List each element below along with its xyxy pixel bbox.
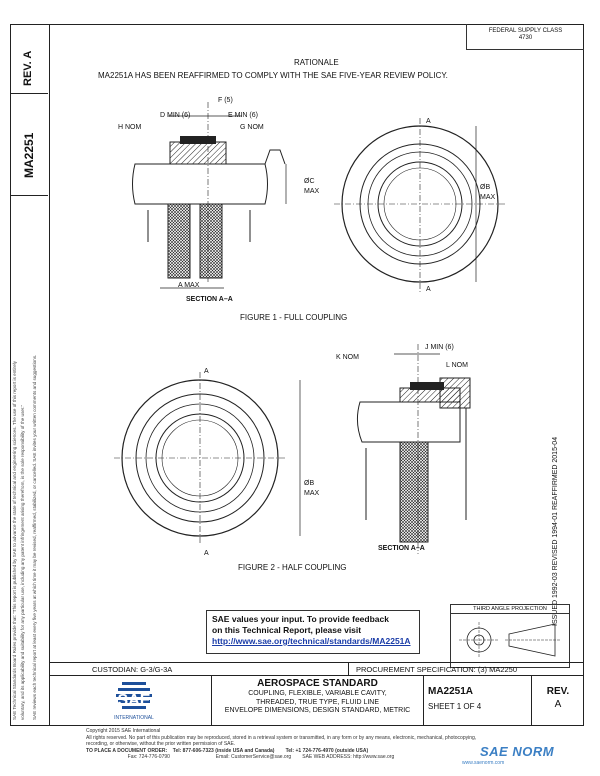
rationale-heading: RATIONALE — [294, 58, 339, 67]
fig1-label-b: ØB — [480, 184, 491, 191]
fig1-label-a: A MAX — [178, 282, 200, 289]
figure2-end-view — [114, 372, 301, 544]
feedback-link[interactable]: http://www.sae.org/technical/standards/M… — [212, 636, 411, 646]
sheet-number: SHEET 1 OF 4 — [428, 702, 482, 711]
federal-supply-class: FEDERAL SUPPLY CLASS 4730 — [466, 24, 584, 50]
fig1-arrow-a-top: A — [426, 118, 431, 125]
issue-history: ISSUED 1992-03 REVISED 1994-01 REAFFIRME… — [552, 436, 559, 626]
feedback-line1: SAE values your input. To provide feedba… — [212, 614, 389, 624]
fig2-label-k: K NOM — [336, 354, 359, 361]
doc-number-vertical: MA2251 — [22, 132, 36, 178]
fig2-label-bmax: MAX — [304, 490, 320, 497]
desc-line-1: COUPLING, FLEXIBLE, VARIABLE CAVITY, — [248, 690, 387, 697]
fig2-arrow-a-bottom: A — [204, 550, 209, 557]
custodian-divider — [348, 663, 349, 675]
fig1-label-f: F (5) — [218, 97, 233, 104]
sidebar-legal-1: SAE Technical Standards Board Rules prov… — [12, 361, 17, 720]
title-block: SAE INTERNATIONAL AEROSPACE STANDARD COU… — [50, 676, 584, 726]
sae-logo-cell: SAE INTERNATIONAL — [50, 676, 212, 726]
desc-line-3: ENVELOPE DIMENSIONS, DESIGN STANDARD, ME… — [224, 707, 411, 714]
third-angle-projection: THIRD ANGLE PROJECTION — [450, 604, 570, 668]
projection-label: THIRD ANGLE PROJECTION — [451, 605, 569, 614]
figure1-drawing — [132, 102, 506, 292]
fig2-label-b: ØB — [304, 480, 315, 487]
custodian-row: CUSTODIAN: G-3/G-3A PROCUREMENT SPECIFIC… — [50, 662, 584, 676]
drawing-frame — [10, 24, 584, 726]
fig1-label-e: E MIN (6) — [228, 112, 258, 119]
svg-text:INTERNATIONAL: INTERNATIONAL — [114, 715, 154, 721]
fsc-text: FEDERAL SUPPLY CLASS 4730 — [488, 28, 563, 41]
sidebar-legal-3: SAE reviews each technical report at lea… — [32, 354, 37, 720]
fig1-arrow-a-bottom: A — [426, 286, 431, 293]
rev-block-value: A — [554, 699, 562, 710]
fig1-section-label: SECTION A–A — [186, 296, 233, 303]
fig2-label-j: J MIN (6) — [425, 344, 454, 351]
fig1-label-h: H NOM — [118, 124, 142, 131]
rev-block-label: REV. — [546, 686, 570, 697]
rationale-text: MA2251A HAS BEEN REAFFIRMED TO COMPLY WI… — [98, 71, 448, 80]
figure2-section-view — [356, 344, 471, 554]
doc-number-block: MA2251A SHEET 1 OF 4 — [424, 676, 532, 726]
rev-block: REV. A — [532, 676, 584, 726]
fig2-label-l: L NOM — [446, 362, 468, 369]
standard-description: COUPLING, FLEXIBLE, VARIABLE CAVITY, THR… — [212, 690, 423, 716]
fig1-label-cmax: MAX — [304, 188, 320, 195]
fig2-section-label: SECTION A–A — [378, 545, 425, 552]
footer-line-4: TO PLACE A DOCUMENT ORDER: Tel: 877-606-… — [86, 747, 369, 754]
footer-line-1: Copyright 2015 SAE International — [86, 728, 161, 734]
fig2-caption: FIGURE 2 - HALF COUPLING — [238, 563, 347, 572]
watermark: SAE NORM — [480, 744, 555, 759]
footer-line-2: All rights reserved. No part of this pub… — [86, 734, 477, 741]
watermark-sub: www.saenorm.com — [462, 760, 505, 766]
sidebar-legal-2: voluntary, and its applicability and sui… — [20, 404, 25, 720]
figure1-section-view — [132, 102, 287, 289]
left-title-column: REV. A MA2251 SAE Technical Standards Bo… — [10, 24, 50, 726]
svg-text:SAE: SAE — [118, 692, 151, 709]
figure2-drawing — [114, 344, 471, 554]
footer-line-3: recording, or otherwise, without the pri… — [86, 741, 236, 747]
doc-number: MA2251A — [428, 686, 474, 697]
custodian: CUSTODIAN: G-3/G-3A — [92, 665, 173, 674]
footer: Copyright 2015 SAE International All rig… — [86, 728, 586, 761]
feedback-line2: on this Technical Report, please visit — [212, 625, 362, 635]
footer-line-5: Fax: 724-776-0790 Email: CustomerService… — [86, 754, 395, 760]
fig1-label-c: ØC — [304, 178, 315, 185]
desc-line-2: THREADED, TRUE TYPE, FLUID LINE — [255, 698, 380, 706]
standard-title: AEROSPACE STANDARD — [257, 678, 378, 689]
projection-symbol — [459, 622, 561, 658]
doc-number-cell: MA2251 — [10, 94, 48, 196]
procurement-spec: PROCUREMENT SPECIFICATION: (3) MA2250 — [356, 665, 518, 674]
rev-label-vertical: REV. A — [22, 50, 34, 86]
standard-title-cell: AEROSPACE STANDARD COUPLING, FLEXIBLE, V… — [212, 676, 424, 726]
fig1-label-bmax: MAX — [480, 194, 496, 201]
fig1-caption: FIGURE 1 - FULL COUPLING — [240, 313, 348, 322]
rev-cell: REV. A — [10, 24, 48, 94]
feedback-box: SAE values your input. To provide feedba… — [206, 610, 420, 654]
fig1-label-d: D MIN (6) — [160, 112, 191, 119]
figure1-end-view — [334, 118, 506, 292]
fig1-label-g: G NOM — [240, 124, 264, 131]
fig2-arrow-a-top: A — [204, 368, 209, 375]
sae-logo: SAE INTERNATIONAL — [114, 682, 154, 721]
